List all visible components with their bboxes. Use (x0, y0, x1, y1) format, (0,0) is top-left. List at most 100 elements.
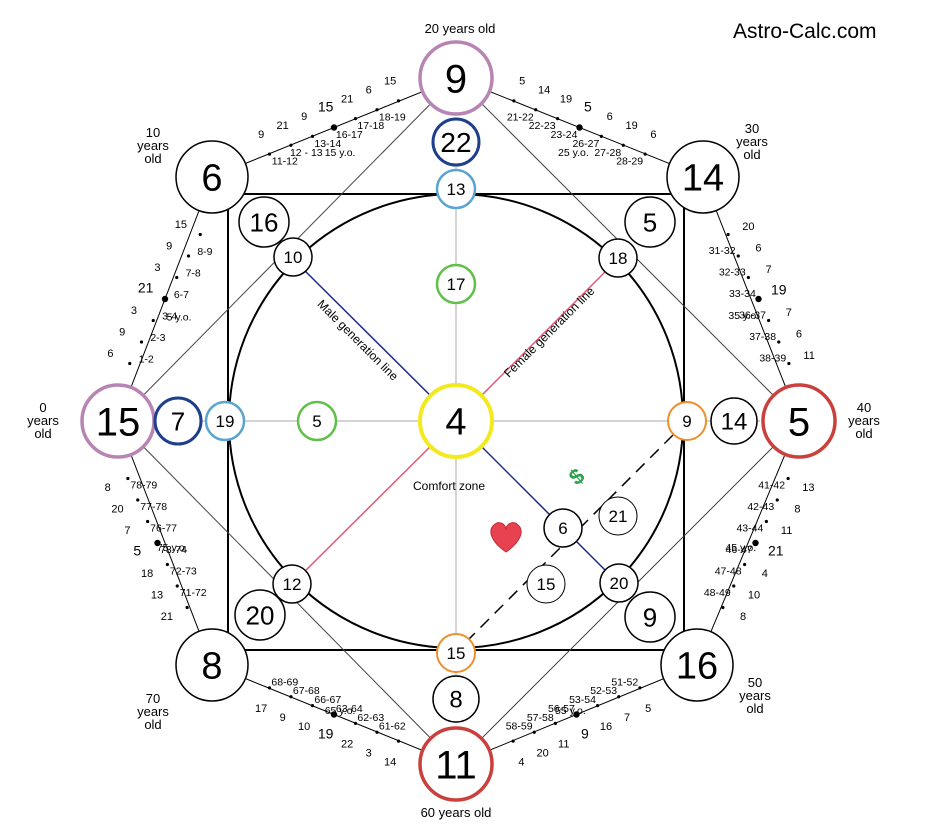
node-value: 4 (445, 402, 466, 444)
node-circle (624, 196, 676, 248)
female-generation-label: Female generation line (501, 284, 597, 380)
node-value: 22 (440, 127, 471, 158)
age-left-line1: 0 (39, 400, 46, 415)
node-value: 20 (246, 600, 275, 630)
comfort-zone-label: Comfort zone (413, 479, 485, 493)
edge-number: 9 (258, 129, 264, 141)
edge-major-age: 45 y.o. (725, 542, 756, 554)
node-circle (418, 40, 494, 116)
edge-range: 67-68 (293, 685, 320, 697)
age-tick (764, 519, 768, 524)
edge-range: 2-3 (150, 332, 165, 344)
age-tick (136, 498, 140, 502)
node-circle (418, 383, 494, 459)
age-tick (755, 295, 762, 303)
node-value: 8 (449, 687, 462, 714)
edge-number: 10 (748, 589, 760, 601)
edge-number: 6 (107, 348, 113, 360)
edge-range: 28-29 (616, 156, 643, 168)
age-tick (185, 605, 189, 610)
age-left-line3: old (34, 426, 51, 441)
edge-range: 46-47 (726, 544, 753, 556)
edge-number: 5 (133, 542, 141, 558)
edge-number: 9 (581, 726, 589, 742)
node-square-br: 9 (624, 591, 676, 643)
node-value: 9 (682, 412, 691, 431)
node-value: 18 (609, 249, 628, 268)
node-value: 5 (788, 400, 810, 444)
edge-range: 61-62 (379, 721, 406, 733)
edge-number: 6 (796, 329, 802, 341)
age-tick (573, 711, 580, 718)
age-bl-line1: 70 (146, 691, 160, 706)
age-tick (732, 584, 736, 588)
node-value: 14 (682, 158, 724, 200)
age-tick (534, 108, 538, 112)
age-tick (151, 318, 155, 323)
edge-number: 9 (166, 240, 172, 252)
edge-number: 16 (600, 721, 612, 733)
edge-number: 7 (624, 712, 630, 724)
edge-range: 42-43 (747, 501, 774, 513)
edge-number: 8 (740, 611, 746, 623)
age-tick (553, 721, 557, 725)
age-labels: 20 years old 60 years old 0 years old 40… (27, 21, 880, 820)
edge-range: 37-38 (749, 331, 776, 343)
age-tick (621, 143, 625, 147)
edge-range: 62-63 (357, 712, 384, 724)
edge-range: 31-32 (709, 245, 736, 257)
age-tick (511, 739, 515, 743)
age-tick (375, 730, 379, 734)
edge-number: 9 (301, 111, 307, 123)
node-value: 15 (537, 575, 556, 594)
edge-range: 71-72 (180, 587, 207, 599)
age-tick (128, 361, 132, 366)
edge-number: 19 (560, 93, 572, 105)
edge-range: 52-53 (590, 685, 617, 697)
age-tick (330, 711, 338, 718)
female-line-lower (291, 420, 457, 585)
age-tl-line2: years (137, 138, 169, 153)
node-circle (660, 628, 734, 702)
node-value: 7 (171, 406, 185, 436)
node-top-left: 6 (175, 140, 249, 214)
node-diag-br: 20 (599, 563, 639, 603)
age-tr-line3: old (743, 147, 760, 162)
age-tick (267, 152, 272, 156)
edge-number: 6 (755, 243, 761, 255)
age-tick (289, 695, 293, 699)
edge-number: 18 (141, 568, 153, 580)
age-right-line3: old (855, 426, 872, 441)
age-tick (175, 584, 179, 588)
age-tick (746, 275, 750, 280)
edge-number: 4 (518, 756, 524, 768)
node-circle (667, 401, 707, 441)
edge-range: 51-52 (611, 676, 638, 688)
node-circle (153, 396, 203, 446)
node-circle (435, 168, 477, 210)
age-tick (721, 605, 725, 610)
edge-range: 11-12 (272, 156, 298, 168)
age-tick (752, 539, 759, 547)
node-top-inner-2: 13 (435, 168, 477, 210)
edge-number: 8 (794, 503, 800, 515)
edge-number: 7 (766, 264, 772, 276)
node-square-tr: 5 (624, 196, 676, 248)
age-tick (126, 476, 130, 481)
brand-name[interactable]: Astro-Calc.com (733, 20, 877, 43)
edge-number: 9 (280, 712, 286, 724)
edge-number: 6 (650, 129, 656, 141)
node-value: 16 (250, 207, 279, 237)
female-line-upper (455, 257, 620, 422)
node-circle (666, 140, 740, 214)
edge-number: 20 (111, 503, 123, 515)
edge-number: 11 (781, 525, 792, 537)
edge-number: 15 (384, 76, 396, 88)
edge-range: 17-18 (357, 120, 384, 132)
edge-range: 21-22 (507, 111, 534, 123)
edge-number: 5 (645, 703, 651, 715)
edge-major-age: 65 y.o. (325, 705, 356, 717)
edge-number: 7 (786, 307, 792, 319)
age-tick (310, 134, 315, 138)
node-value: 12 (283, 575, 302, 594)
